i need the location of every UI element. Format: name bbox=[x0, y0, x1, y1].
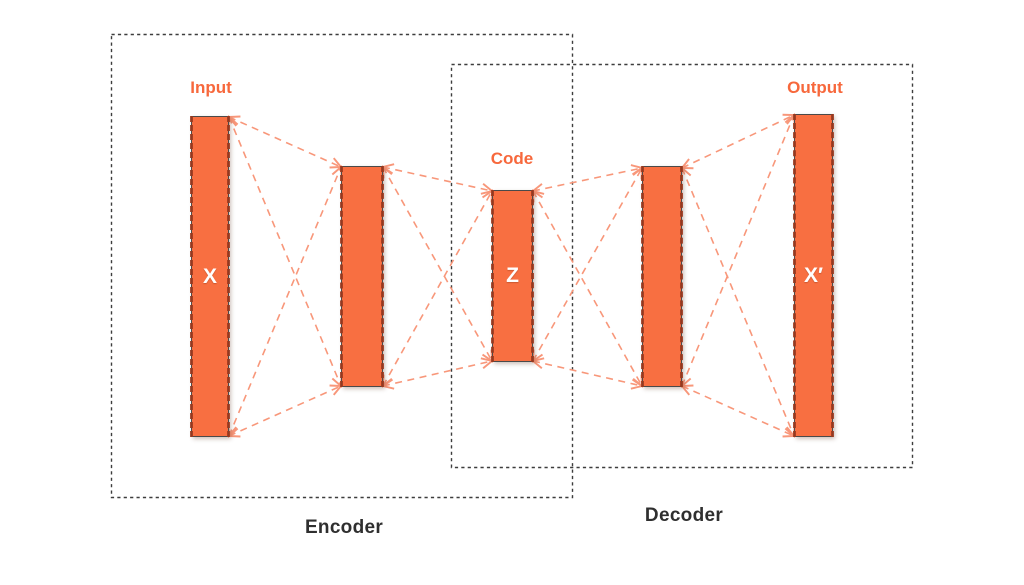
connection-line bbox=[229, 117, 341, 167]
connection-line bbox=[682, 115, 794, 386]
output-layer-letter: X′ bbox=[803, 263, 824, 287]
connection-line bbox=[682, 386, 794, 436]
connection-line bbox=[533, 168, 642, 361]
connection-line bbox=[229, 117, 341, 386]
code-layer-bar: Z bbox=[491, 190, 534, 362]
code-label: Code bbox=[490, 149, 534, 168]
input-layer-bar: X bbox=[190, 116, 230, 437]
connection-line bbox=[229, 386, 341, 436]
connection-line bbox=[383, 361, 492, 386]
connection-line bbox=[533, 361, 642, 386]
connection-line bbox=[229, 167, 341, 436]
connection-line bbox=[682, 115, 794, 168]
connection-line bbox=[383, 167, 492, 361]
connection-line bbox=[682, 168, 794, 436]
connection-line bbox=[383, 191, 492, 386]
connection-line bbox=[383, 167, 492, 191]
encoder-hidden-layer-bar bbox=[340, 166, 384, 387]
decoder-hidden-layer-bar bbox=[641, 166, 683, 387]
output-label: Output bbox=[787, 78, 843, 97]
connection-line bbox=[533, 168, 642, 191]
output-layer-bar: X′ bbox=[793, 114, 834, 437]
decoder-label: Decoder bbox=[644, 505, 724, 526]
encoder-label: Encoder bbox=[304, 517, 384, 538]
code-layer-letter: Z bbox=[506, 264, 519, 288]
connection-lines bbox=[229, 115, 794, 436]
input-layer-letter: X bbox=[202, 264, 217, 288]
input-label: Input bbox=[190, 78, 232, 97]
connection-line bbox=[533, 191, 642, 386]
decoder-box bbox=[450, 63, 914, 469]
